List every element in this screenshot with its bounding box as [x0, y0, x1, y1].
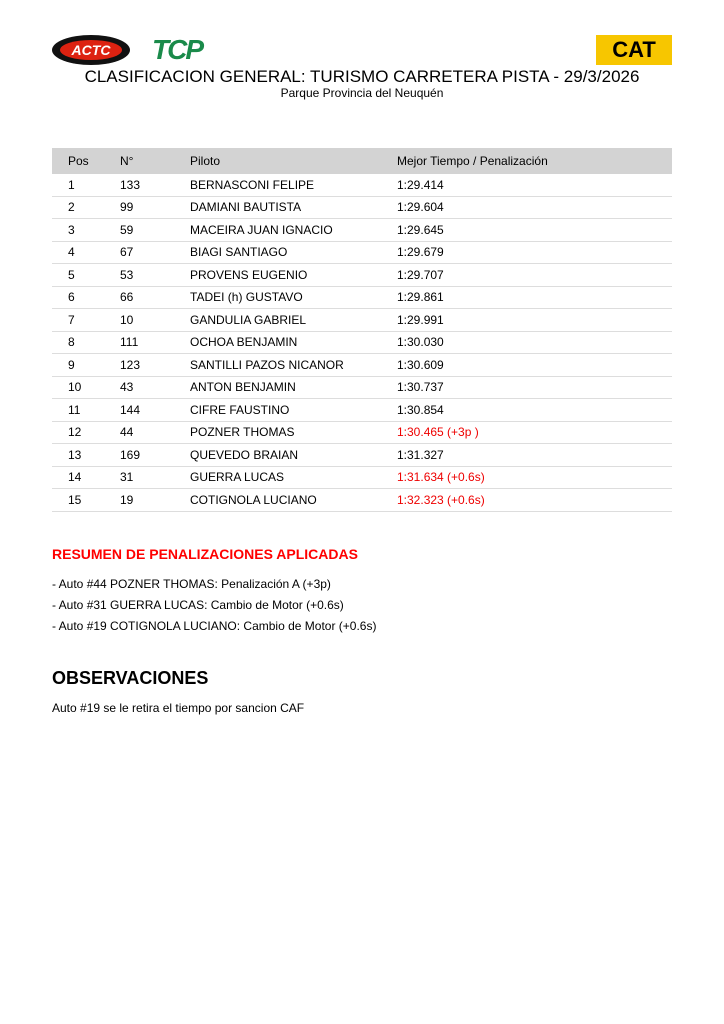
pos-cell: 7 [52, 308, 120, 332]
number-cell: 123 [120, 353, 190, 377]
number-cell: 43 [120, 376, 190, 399]
number-cell: 66 [120, 286, 190, 309]
number-cell: 59 [120, 218, 190, 242]
number-cell: 133 [120, 174, 190, 197]
number-cell: 99 [120, 196, 190, 219]
penalties-title: RESUMEN DE PENALIZACIONES APLICADAS [52, 546, 358, 562]
page-subtitle: Parque Provincia del Neuquén [280, 86, 444, 100]
driver-cell: BERNASCONI FELIPE [190, 174, 397, 197]
time-cell: 1:29.707 [397, 263, 672, 287]
actc-logo: ACTC [52, 35, 130, 65]
number-cell: 111 [120, 331, 190, 354]
observations-title: OBSERVACIONES [52, 668, 209, 688]
time-cell: 1:29.414 [397, 174, 672, 197]
driver-cell: MACEIRA JUAN IGNACIO [190, 218, 397, 242]
time-cell: 1:30.030 [397, 331, 672, 354]
observations-text: Auto #19 se le retira el tiempo por sanc… [52, 701, 305, 715]
page-title: CLASIFICACION GENERAL: TURISMO CARRETERA… [84, 67, 640, 86]
time-cell: 1:30.465 (+3p ) [397, 421, 672, 444]
pos-cell: 1 [52, 174, 120, 197]
pos-cell: 6 [52, 286, 120, 309]
pos-cell: 13 [52, 443, 120, 467]
driver-cell: TADEI (h) GUSTAVO [190, 286, 397, 309]
col-pos: Pos [52, 148, 120, 174]
driver-cell: GUERRA LUCAS [190, 466, 397, 489]
pos-cell: 10 [52, 376, 120, 399]
col-piloto: Piloto [190, 148, 397, 174]
pos-cell: 4 [52, 241, 120, 264]
time-cell: 1:29.991 [397, 308, 672, 332]
number-cell: 31 [120, 466, 190, 489]
time-cell: 1:32.323 (+0.6s) [397, 488, 672, 512]
tcp-logo: TCP [152, 34, 204, 65]
time-cell: 1:29.645 [397, 218, 672, 242]
cat-logo: CAT [596, 35, 672, 65]
time-cell: 1:31.634 (+0.6s) [397, 466, 672, 489]
driver-cell: ANTON BENJAMIN [190, 376, 397, 399]
pos-cell: 8 [52, 331, 120, 354]
pos-cell: 15 [52, 488, 120, 512]
driver-cell: QUEVEDO BRAIAN [190, 443, 397, 467]
col-num: N° [120, 148, 190, 174]
col-tiempo: Mejor Tiempo / Penalización [397, 148, 672, 174]
time-cell: 1:31.327 [397, 443, 672, 467]
time-cell: 1:30.854 [397, 398, 672, 422]
driver-cell: SANTILLI PAZOS NICANOR [190, 353, 397, 377]
pos-cell: 2 [52, 196, 120, 219]
penalty-item: - Auto #19 COTIGNOLA LUCIANO: Cambio de … [52, 619, 377, 633]
results-table: Pos N° Piloto Mejor Tiempo / Penalizació… [52, 148, 672, 512]
driver-cell: CIFRE FAUSTINO [190, 398, 397, 422]
pos-cell: 3 [52, 218, 120, 242]
driver-cell: POZNER THOMAS [190, 421, 397, 444]
time-cell: 1:29.679 [397, 241, 672, 264]
penalty-item: - Auto #31 GUERRA LUCAS: Cambio de Motor… [52, 598, 344, 612]
number-cell: 144 [120, 398, 190, 422]
pos-cell: 14 [52, 466, 120, 489]
number-cell: 67 [120, 241, 190, 264]
number-cell: 10 [120, 308, 190, 332]
penalty-item: - Auto #44 POZNER THOMAS: Penalización A… [52, 577, 331, 591]
driver-cell: BIAGI SANTIAGO [190, 241, 397, 264]
number-cell: 44 [120, 421, 190, 444]
number-cell: 19 [120, 488, 190, 512]
time-cell: 1:30.737 [397, 376, 672, 399]
table-header: Pos N° Piloto Mejor Tiempo / Penalizació… [52, 148, 672, 174]
number-cell: 53 [120, 263, 190, 287]
time-cell: 1:29.604 [397, 196, 672, 219]
driver-cell: COTIGNOLA LUCIANO [190, 488, 397, 512]
number-cell: 169 [120, 443, 190, 467]
pos-cell: 12 [52, 421, 120, 444]
time-cell: 1:30.609 [397, 353, 672, 377]
pos-cell: 9 [52, 353, 120, 377]
pos-cell: 11 [52, 398, 120, 422]
driver-cell: GANDULIA GABRIEL [190, 308, 397, 332]
driver-cell: DAMIANI BAUTISTA [190, 196, 397, 219]
pos-cell: 5 [52, 263, 120, 287]
driver-cell: OCHOA BENJAMIN [190, 331, 397, 354]
time-cell: 1:29.861 [397, 286, 672, 309]
driver-cell: PROVENS EUGENIO [190, 263, 397, 287]
